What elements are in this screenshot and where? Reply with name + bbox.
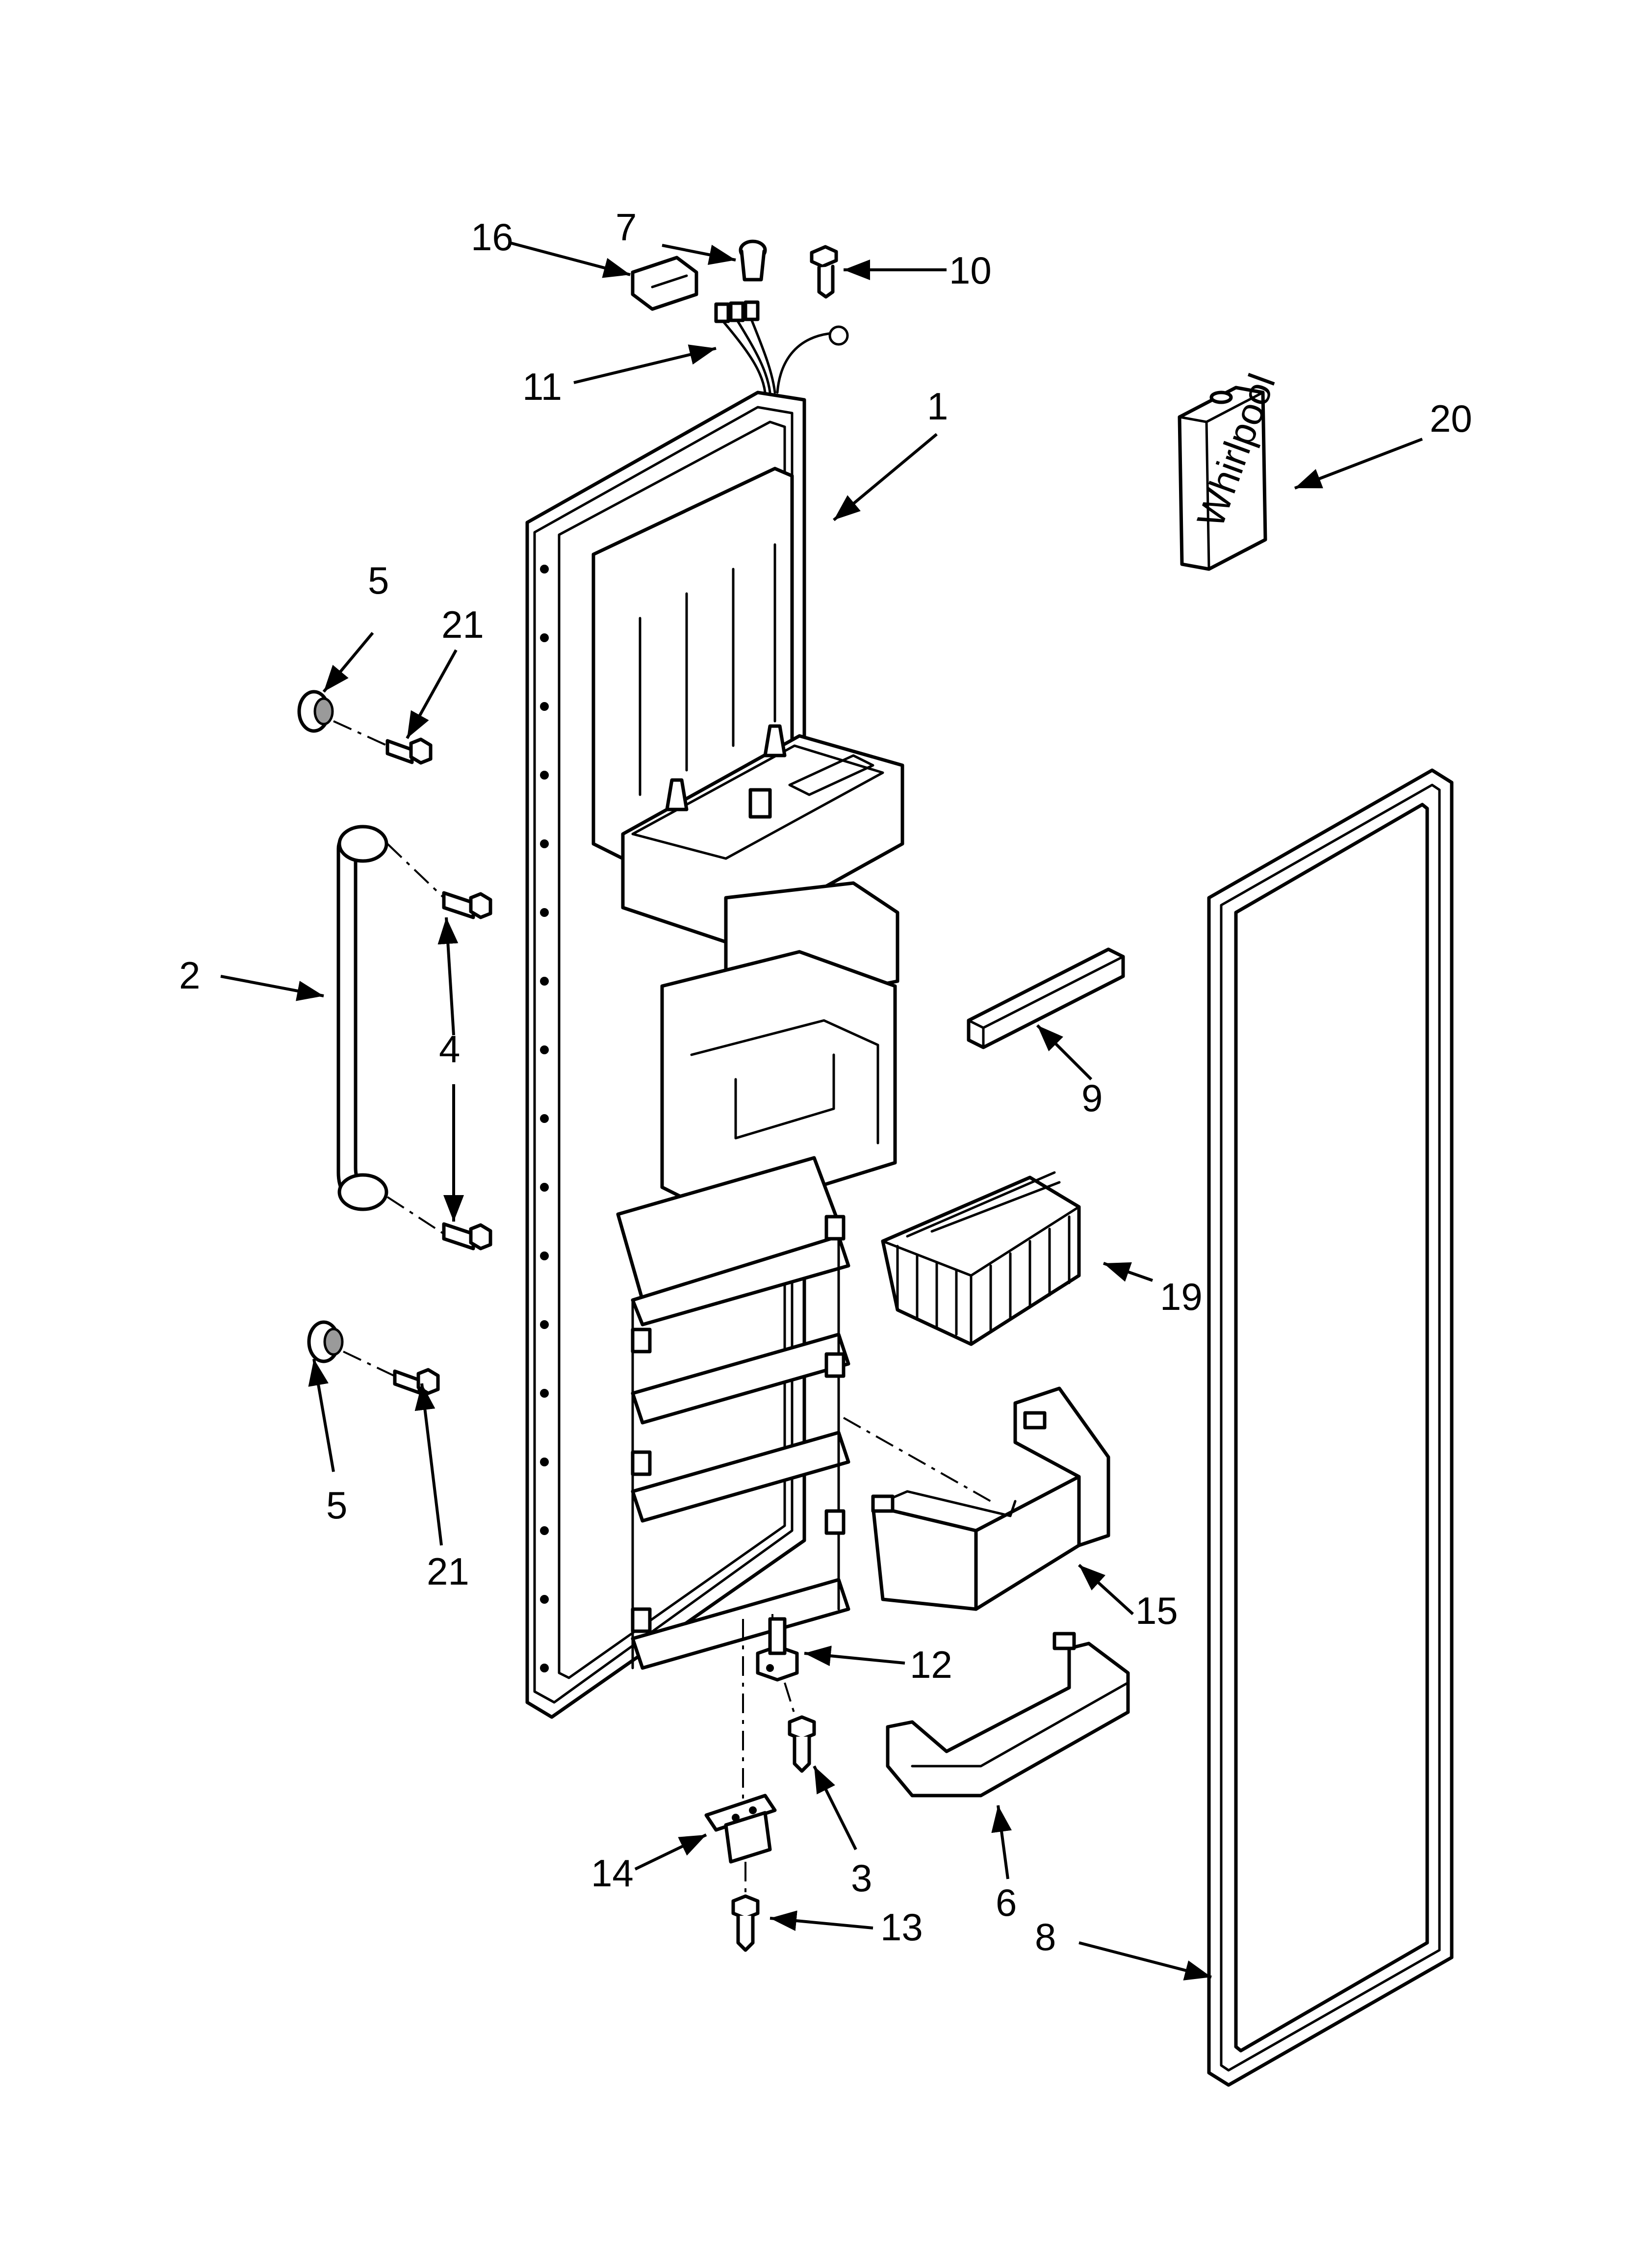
screw-part-21-upper <box>385 737 433 765</box>
leader-lines <box>220 241 1423 1981</box>
callout-16: 16 <box>471 215 513 259</box>
callout-9: 9 <box>1081 1076 1103 1120</box>
connector-part-16 <box>631 256 698 311</box>
callout-7: 7 <box>616 206 637 249</box>
callout-6: 6 <box>996 1881 1017 1924</box>
callout-20: 20 <box>1430 397 1472 440</box>
trim-strip-part-9 <box>967 947 1125 1049</box>
hinge-pin-part-12 <box>756 1617 799 1682</box>
door-panel <box>525 391 904 1719</box>
callout-4: 4 <box>439 1027 460 1070</box>
screw-part-3 <box>788 1715 816 1773</box>
callout-14: 14 <box>591 1851 634 1895</box>
door-handle <box>336 825 388 1211</box>
light-socket-part-7 <box>739 239 767 282</box>
screw-part-13 <box>731 1894 760 1952</box>
callout-2: 2 <box>179 954 200 997</box>
callout-8: 8 <box>1035 1915 1056 1958</box>
water-filter-part-20: Whirlpool <box>1178 368 1283 571</box>
screw-part-10 <box>810 245 838 299</box>
callout-21-upper: 21 <box>441 603 484 646</box>
screw-part-4-upper <box>442 891 492 919</box>
callout-1: 1 <box>927 385 948 428</box>
callout-5-lower: 5 <box>326 1484 347 1527</box>
callout-21-lower: 21 <box>427 1550 469 1593</box>
spacer-part-5-lower <box>307 1320 344 1363</box>
screw-part-4-lower <box>442 1222 492 1251</box>
callout-5-upper: 5 <box>368 559 389 602</box>
door-bin-part-15 <box>871 1386 1110 1611</box>
wire-harness <box>714 300 849 394</box>
callout-11: 11 <box>522 365 562 408</box>
callout-15: 15 <box>1135 1589 1178 1632</box>
screw-part-21-lower <box>393 1368 440 1395</box>
callout-13: 13 <box>880 1905 923 1949</box>
callout-12: 12 <box>910 1643 952 1686</box>
spacer-part-5-upper <box>297 690 334 733</box>
callout-3: 3 <box>851 1856 872 1900</box>
wire-basket-part-19 <box>881 1171 1081 1346</box>
door-bin-part-6 <box>886 1632 1130 1798</box>
door-edge-holes <box>540 565 549 1672</box>
callout-10: 10 <box>949 249 992 292</box>
door-gasket <box>1207 768 1454 2087</box>
callout-labels: 1 2 3 4 5 5 6 7 8 9 10 11 12 13 14 15 16… <box>179 206 1472 1958</box>
callout-19: 19 <box>1160 1275 1203 1318</box>
hinge-bracket-part-14 <box>704 1794 777 1864</box>
